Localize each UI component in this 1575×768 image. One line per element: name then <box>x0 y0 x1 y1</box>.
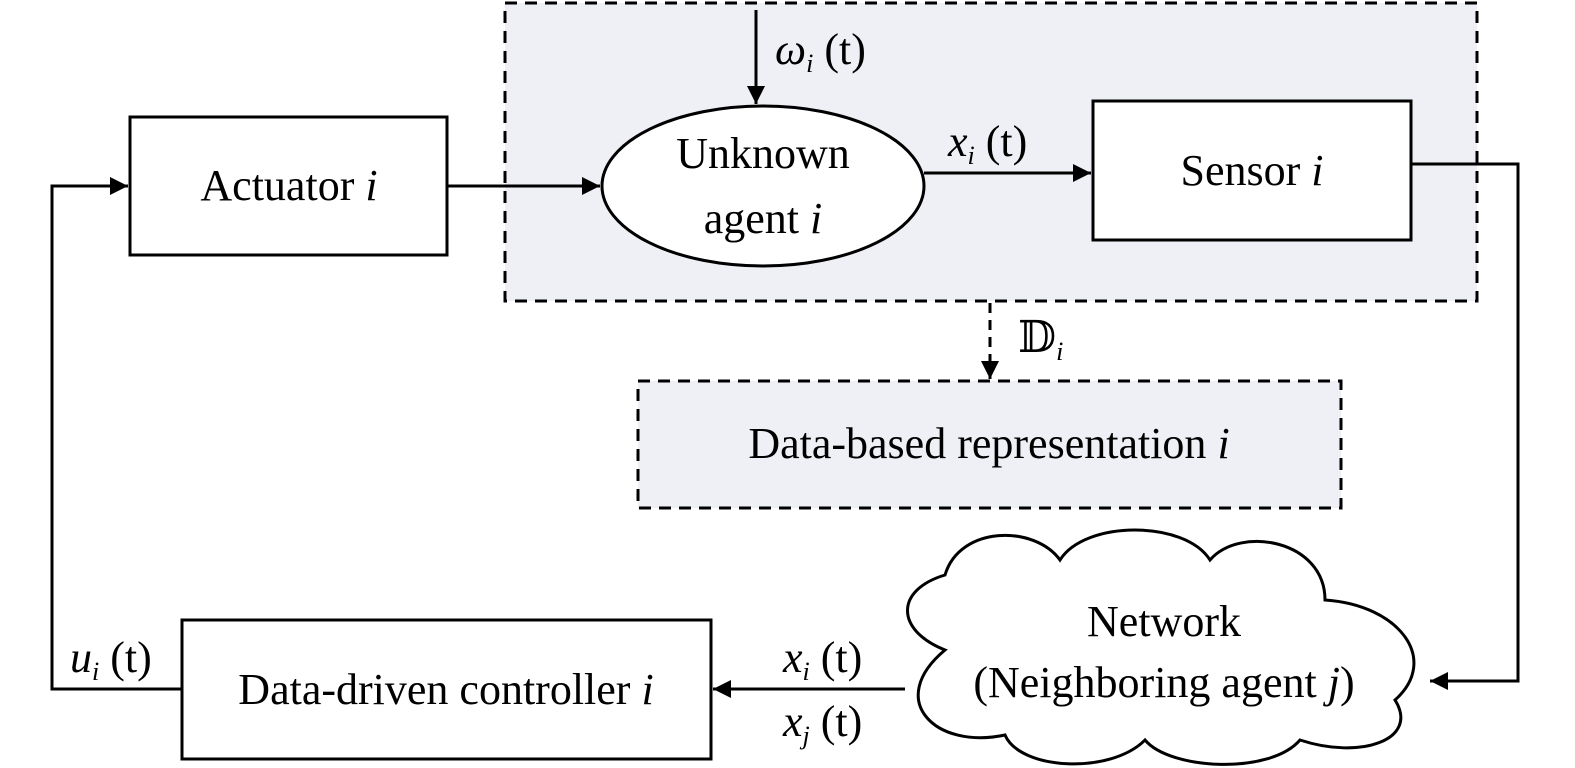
state-j-to-controller-label: xj (t) <box>782 697 862 750</box>
actuator-block: Actuator i <box>128 115 449 257</box>
controller-block: Data-driven controller i <box>180 618 713 761</box>
sensor-index: i <box>1311 146 1323 195</box>
sensor-block: Sensor i <box>1091 99 1413 242</box>
network-label-line2: (Neighboring agent <box>973 658 1327 707</box>
actuator-label: Actuator <box>200 161 365 210</box>
state-output-label: xi (t) <box>947 117 1027 170</box>
svg-text:Data-based representation i: Data-based representation i <box>748 419 1229 468</box>
network-neighbor-index: j <box>1323 658 1340 707</box>
svg-text:agent i: agent i <box>704 194 823 243</box>
agent-index: i <box>810 194 822 243</box>
svg-text:Data-driven controller i: Data-driven controller i <box>238 665 653 714</box>
state-i-to-controller-label: xi (t) <box>782 633 862 686</box>
network-cloud: Network (Neighboring agent j) <box>906 528 1416 766</box>
sensor-to-network-arrow <box>1411 162 1520 690</box>
controller-label: Data-driven controller <box>238 665 641 714</box>
network-label-close: ) <box>1340 658 1355 707</box>
controller-index: i <box>641 665 653 714</box>
unknown-agent-node: Unknown agent i <box>600 104 926 268</box>
representation-label: Data-based representation <box>748 419 1217 468</box>
network-label-line1: Network <box>1087 597 1241 646</box>
control-input-label: ui (t) <box>70 633 152 686</box>
representation-index: i <box>1217 419 1229 468</box>
disturbance-label: ωi (t) <box>775 25 866 78</box>
representation-block: Data-based representation i <box>636 379 1343 510</box>
sensor-label: Sensor <box>1180 146 1311 195</box>
actuator-index: i <box>365 161 377 210</box>
svg-text:Sensor i: Sensor i <box>1180 146 1323 195</box>
svg-text:(Neighboring agent j): (Neighboring agent j) <box>973 658 1354 707</box>
agent-label-line1: Unknown <box>676 129 850 178</box>
agent-label-line2: agent <box>704 194 810 243</box>
svg-text:Actuator i: Actuator i <box>200 161 377 210</box>
dataset-label: 𝔻i <box>1018 313 1063 366</box>
controller-to-actuator-arrow <box>50 177 182 691</box>
